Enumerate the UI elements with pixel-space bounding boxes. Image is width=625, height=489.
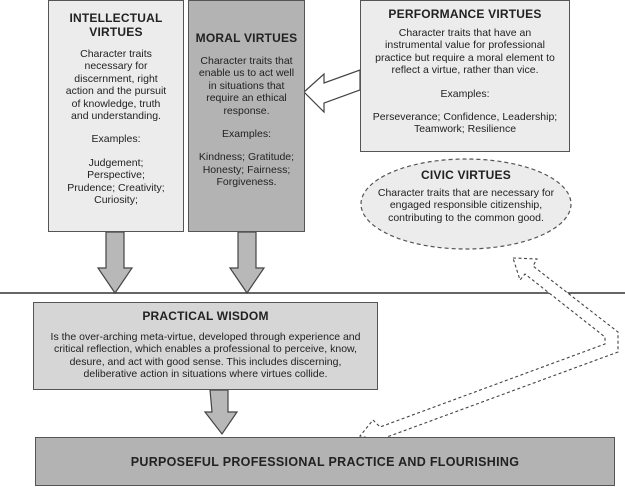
practical-desc-line: Is the over-arching meta-virtue, develop… xyxy=(50,331,361,343)
civic-ellipse xyxy=(360,158,572,250)
moral-desc-line: Character traits that xyxy=(200,55,293,67)
intellectual-title-line2: VIRTUES xyxy=(89,25,143,39)
arrow-intellectual-down xyxy=(96,231,134,295)
purposeful-title: PURPOSEFUL PROFESSIONAL PRACTICE AND FLO… xyxy=(130,454,520,469)
purposeful-practice-box: PURPOSEFUL PROFESSIONAL PRACTICE AND FLO… xyxy=(35,437,615,486)
intellectual-example: Prudence; Creativity; xyxy=(67,181,165,194)
intellectual-desc-line: action and the pursuit xyxy=(65,85,167,98)
performance-desc-line: instrumental value for professional xyxy=(385,39,545,52)
intellectual-example: Perspective; xyxy=(87,169,145,182)
civic-desc-line: Character traits that are necessary for xyxy=(377,187,555,199)
intellectual-examples-label: Examples: xyxy=(91,133,141,146)
performance-desc-line: reflect a virtue, rather than vice. xyxy=(391,64,539,77)
civic-desc-line: contributing to the common good. xyxy=(388,211,544,224)
moral-examples-label: Examples: xyxy=(221,128,272,141)
moral-example: Kindness; Gratitude; xyxy=(198,151,295,164)
intellectual-desc-line: necessary for xyxy=(84,60,148,73)
intellectual-title-line1: INTELLECTUAL xyxy=(69,11,163,25)
civic-virtues-node: CIVIC VIRTUES Character traits that are … xyxy=(361,158,571,250)
intellectual-desc-line: discernment, right xyxy=(74,72,158,85)
practical-desc-line: deliberative action in situations where … xyxy=(83,368,328,381)
moral-desc-line: enable us to act well xyxy=(198,67,295,80)
intellectual-desc-line: Character traits xyxy=(80,48,152,60)
intellectual-desc-line: of knowledge, truth xyxy=(71,97,161,110)
practical-wisdom-box: PRACTICAL WISDOM Is the over-arching met… xyxy=(33,302,378,390)
intellectual-example: Curiosity; xyxy=(94,194,138,207)
arrow-performance-to-moral xyxy=(303,69,361,114)
performance-example: Teamwork; Resilience xyxy=(413,123,517,136)
arrow-practical-down xyxy=(203,389,239,436)
civic-desc-line: engaged responsible citizenship, xyxy=(389,199,543,212)
moral-desc-line: response. xyxy=(223,104,270,117)
performance-title: PERFORMANCE VIRTUES xyxy=(388,7,542,21)
performance-desc-line: Character traits that have an xyxy=(398,27,532,39)
practical-desc-line: desure, and act with good sense. This in… xyxy=(69,355,342,368)
moral-example: Forgiveness. xyxy=(216,176,277,189)
civic-title: CIVIC VIRTUES xyxy=(421,168,511,182)
performance-examples-label: Examples: xyxy=(440,87,490,100)
arrow-civic-purposeful xyxy=(359,257,619,445)
practical-title: PRACTICAL WISDOM xyxy=(142,309,269,323)
moral-title: MORAL VIRTUES xyxy=(195,31,298,45)
performance-virtues-box: PERFORMANCE VIRTUES Character traits tha… xyxy=(360,0,570,152)
intellectual-virtues-box: INTELLECTUAL VIRTUES Character traits ne… xyxy=(48,0,184,232)
intellectual-example: Judgement; xyxy=(88,156,144,169)
moral-virtues-box: MORAL VIRTUES Character traits that enab… xyxy=(188,0,305,232)
arrow-moral-down xyxy=(228,231,266,295)
practical-desc-line: critical reflection, which enables a pro… xyxy=(54,343,357,356)
moral-example: Honesty; Fairness; xyxy=(202,163,291,176)
moral-desc-line: in situations that xyxy=(208,79,285,92)
performance-example: Perseverance; Confidence, Leadership; xyxy=(372,111,558,124)
performance-desc-line: practice but require a moral element to xyxy=(375,51,555,64)
intellectual-desc-line: and understanding. xyxy=(71,110,161,123)
moral-desc-line: require an ethical xyxy=(206,92,287,105)
